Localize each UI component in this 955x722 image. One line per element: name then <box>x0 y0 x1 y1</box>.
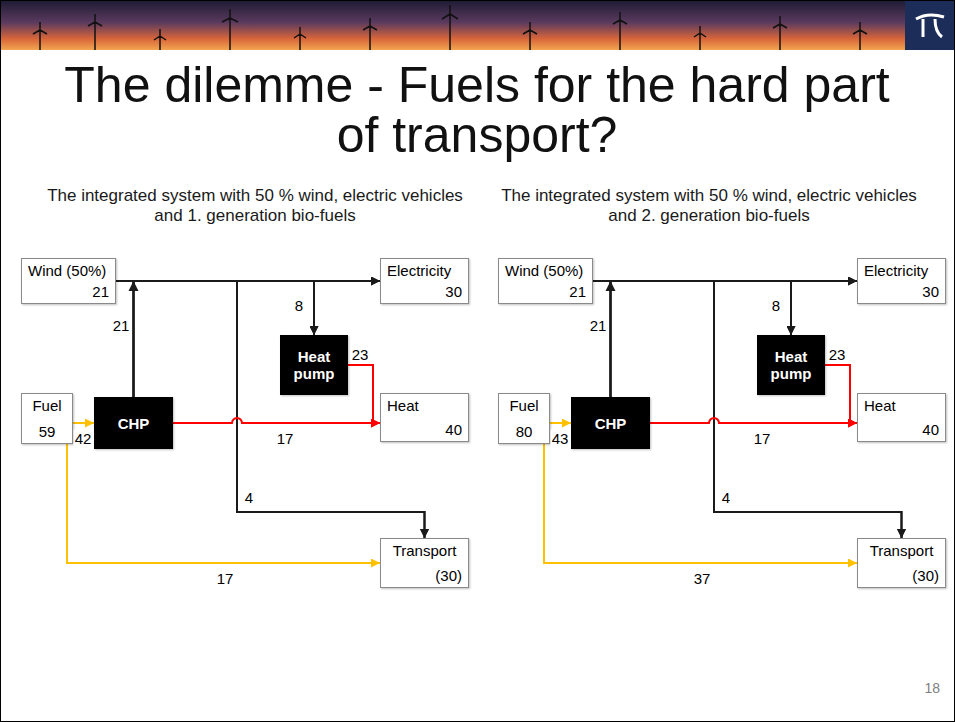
node-name: Electricity <box>387 262 451 279</box>
electricity-flow <box>116 281 314 335</box>
node-name: Heat <box>387 397 419 414</box>
fuel-flow <box>544 444 857 563</box>
diagram-heading: The integrated system with 50 % wind, el… <box>494 186 924 226</box>
node-name: CHP <box>595 415 627 432</box>
flow-value: 4 <box>721 489 731 506</box>
energy-box: Electricity 30 <box>857 258 946 304</box>
node-name: Fuel <box>509 397 538 414</box>
energy-box: Fuel 59 <box>21 393 73 444</box>
node-name: Heat pump <box>764 348 818 382</box>
energy-box: Heat 40 <box>857 393 946 442</box>
node-name: Transport <box>393 542 457 559</box>
energy-box: Electricity 30 <box>380 258 469 304</box>
node-name: Fuel <box>32 397 61 414</box>
flow-value: 17 <box>276 430 295 447</box>
university-logo <box>905 0 955 50</box>
node-value: 30 <box>922 283 939 300</box>
energy-box: Heat 40 <box>380 393 469 442</box>
energy-box: Fuel 80 <box>498 393 550 444</box>
wind-turbines <box>33 5 867 50</box>
node-value: (30) <box>435 567 462 584</box>
energy-box: Transport (30) <box>380 538 469 588</box>
electricity-flow <box>611 281 858 397</box>
node-value: 80 <box>516 423 533 440</box>
fuel-flow <box>550 422 571 424</box>
flow-value: 23 <box>828 346 847 363</box>
energy-box: Wind (50%) 21 <box>21 258 116 304</box>
node-name: Electricity <box>864 262 928 279</box>
process-block: Heat pump <box>757 335 825 395</box>
fuel-flow <box>73 422 94 424</box>
node-name: Transport <box>870 542 934 559</box>
page-number: 18 <box>895 680 940 697</box>
process-block: CHP <box>94 397 173 449</box>
process-block: CHP <box>571 397 650 449</box>
connectors <box>67 281 902 563</box>
flow-value: 21 <box>112 317 131 334</box>
flow-value: 43 <box>551 430 570 447</box>
node-value: 21 <box>569 283 586 300</box>
node-name: Wind (50%) <box>28 262 106 279</box>
node-value: 40 <box>445 421 462 438</box>
heat-flow <box>173 418 380 423</box>
node-value: 40 <box>922 421 939 438</box>
sunset-banner <box>0 0 955 50</box>
flow-value: 42 <box>74 430 93 447</box>
node-name: Wind (50%) <box>505 262 583 279</box>
process-block: Heat pump <box>280 335 348 395</box>
flow-value: 17 <box>753 430 772 447</box>
heat-flow <box>348 365 380 423</box>
node-name: Heat <box>864 397 896 414</box>
flow-value: 8 <box>771 297 781 314</box>
logo-symbol <box>916 15 944 37</box>
node-value: 21 <box>92 283 109 300</box>
flow-value: 21 <box>589 317 608 334</box>
node-name: CHP <box>118 415 150 432</box>
electricity-flow <box>593 281 791 335</box>
flow-value: 17 <box>216 570 235 587</box>
fuel-flow <box>67 444 380 563</box>
flow-value: 4 <box>244 489 254 506</box>
heat-flow <box>825 365 857 423</box>
node-value: (30) <box>912 567 939 584</box>
heat-flow <box>650 418 857 423</box>
node-name: Heat pump <box>287 348 341 382</box>
electricity-flow <box>134 281 381 397</box>
flow-value: 23 <box>351 346 370 363</box>
node-value: 30 <box>445 283 462 300</box>
slide-title: The dilemme - Fuels for the hard part of… <box>52 60 902 160</box>
flow-value: 37 <box>693 570 712 587</box>
flow-value: 8 <box>294 297 304 314</box>
energy-box: Transport (30) <box>857 538 946 588</box>
node-value: 59 <box>39 423 56 440</box>
diagram-heading: The integrated system with 50 % wind, el… <box>40 186 470 226</box>
energy-box: Wind (50%) 21 <box>498 258 593 304</box>
